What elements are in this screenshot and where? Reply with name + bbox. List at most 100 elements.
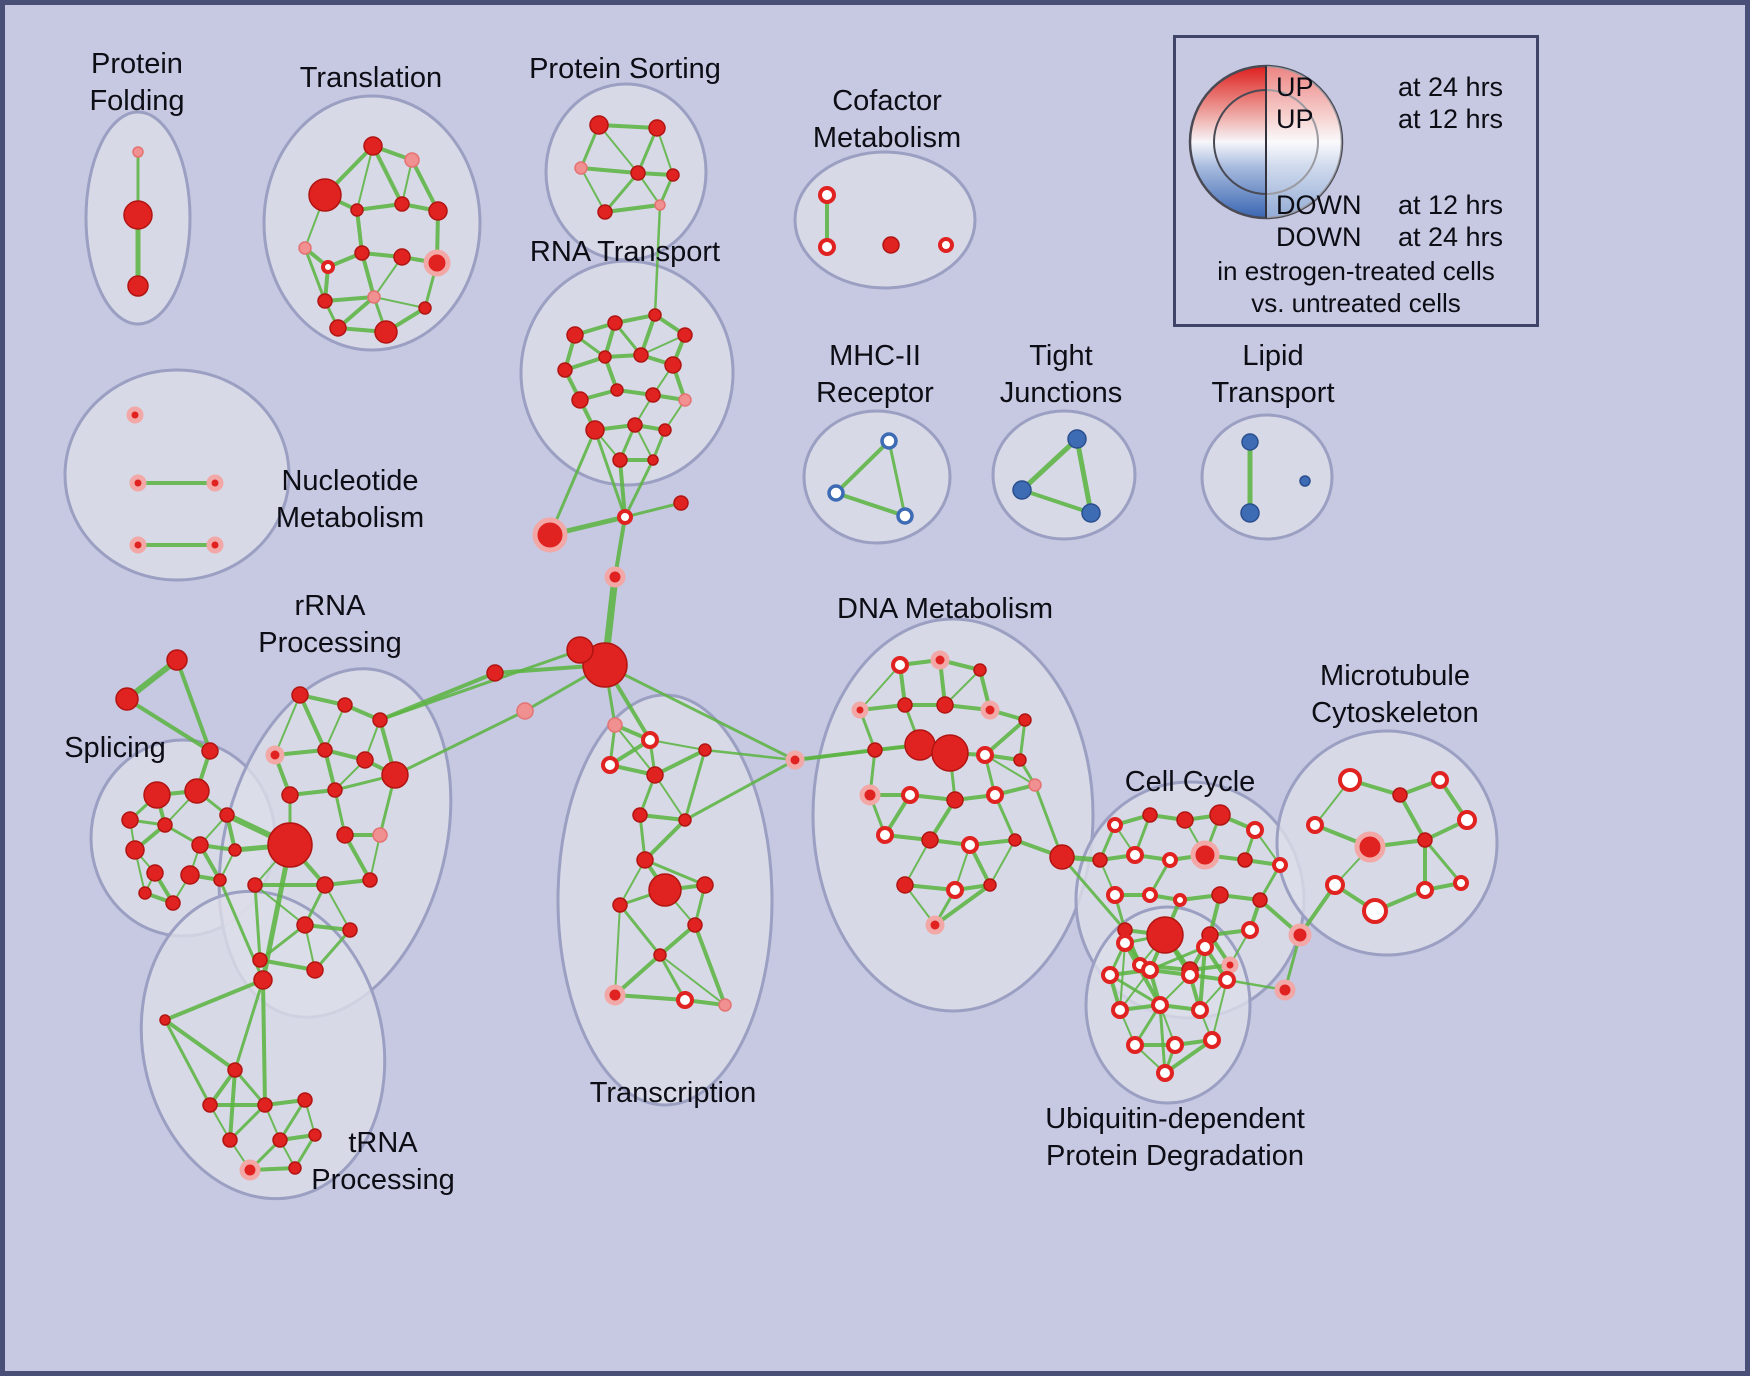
gene-node [180,865,200,885]
network-edge [643,858,707,887]
network-edge [649,739,706,751]
gene-node [329,319,347,337]
cluster-label-mhc-ii-receptor: MHC-II [829,340,921,372]
cluster-label-nucleotide-metabolism: Nucleotide [281,465,418,497]
network-edge [356,145,374,211]
gene-node [1191,1001,1209,1019]
gene-node [532,517,568,553]
cluster-label-nucleotide-metabolism: Metabolism [276,502,424,534]
network-edge [989,839,1016,886]
network-edge [603,203,662,214]
gene-node [1018,713,1032,727]
gene-node [1221,956,1239,974]
gene-node [374,320,398,344]
gene-node [272,1132,288,1148]
gene-node [202,1097,218,1113]
legend-time: at 24 hrs [1398,72,1504,102]
network-edge [659,954,726,1006]
gene-node [222,1132,238,1148]
cluster-label-cofactor-metabolism: Metabolism [813,122,961,154]
cluster-label-transcription: Transcription [590,1077,757,1109]
gene-node [308,1128,322,1142]
gene-node [597,204,613,220]
cluster-label-rrna-processing: Processing [258,627,401,659]
network-edge [298,693,327,752]
gene-node [557,362,573,378]
cluster-ellipse-nucleotide-metabolism [63,368,291,582]
gene-node [604,566,626,588]
gene-node [265,745,285,765]
gene-node [423,249,451,277]
gene-node [676,991,694,1009]
legend-direction: UP [1276,72,1314,102]
gene-node [678,813,692,827]
gene-node [925,915,945,935]
network-edge [703,748,797,762]
gene-node [115,687,139,711]
gene-node [317,742,333,758]
network-edge [125,697,212,753]
gene-node [653,948,667,962]
gene-node [938,237,954,253]
gene-node [658,423,672,437]
gene-node [677,327,693,343]
gene-node [1453,875,1469,891]
gene-node [607,315,623,331]
network-edge [548,428,597,537]
gene-node [627,417,643,433]
gene-node [316,876,334,894]
gene-node [983,878,997,892]
gene-node [337,697,353,713]
cluster-label-trna-processing: tRNA [348,1127,418,1159]
network-edge [618,458,627,519]
gene-node [252,952,268,968]
legend-direction: UP [1276,104,1314,134]
legend-time: at 12 hrs [1398,190,1504,220]
gene-node [1166,1036,1184,1054]
gene-node [1116,934,1134,952]
cluster-label-rna-transport: RNA Transport [530,236,720,268]
gene-node [342,922,358,938]
gene-node [867,742,883,758]
gene-node [267,822,313,868]
gene-node [1181,966,1199,984]
network-edge [623,501,683,519]
gene-node [1218,971,1236,989]
gene-node [1101,966,1119,984]
gene-node [931,734,969,772]
gene-node [121,811,139,829]
gene-node [228,843,242,857]
gene-node [336,826,354,844]
gene-node [1288,923,1312,947]
gene-node [896,876,914,894]
legend-time: at 24 hrs [1398,222,1504,252]
cluster-label-translation: Translation [300,62,442,94]
gene-node [678,393,692,407]
network-edge [260,842,293,983]
cluster-label-ubiquitin-degradation: Ubiquitin-dependent [1045,1103,1305,1135]
legend-caption-line2: vs. untreated cells [1251,288,1461,318]
gene-node [961,836,979,854]
gene-node [1338,768,1362,792]
gene-node [138,886,152,900]
gene-node [630,165,646,181]
cluster-label-cofactor-metabolism: Cofactor [832,85,942,117]
gene-node [566,636,594,664]
network-edge [653,748,707,777]
cluster-ellipse-cofactor-metabolism [793,150,977,290]
gene-node [876,826,894,844]
gene-node [1141,961,1159,979]
gene-node [818,186,836,204]
gene-node [219,807,235,823]
gene-node [880,432,898,450]
network-edge [163,978,265,1022]
cluster-label-protein-folding: Protein [91,48,183,80]
network-edge [683,748,707,822]
gene-node [159,1014,171,1026]
gene-node [648,873,682,907]
network-edge [313,928,352,972]
gene-node [946,881,964,899]
gene-node [698,743,712,757]
gene-node [253,970,273,990]
